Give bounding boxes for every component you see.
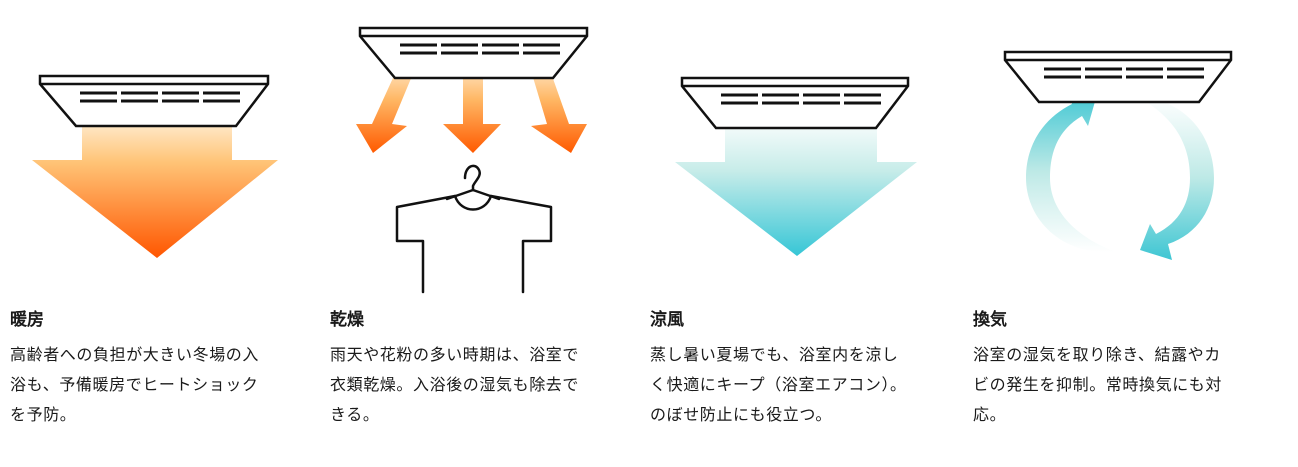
feature-title: 乾燥 [330,310,364,330]
feature-description: 高齢者への負担が大きい冬場の入 浴も、予備暖房でヒートショック を予防。 [10,345,260,424]
feature-title: 換気 [973,310,1007,330]
air-conditioner-unit-icon [38,74,270,128]
feature-description: 雨天や花粉の多い時期は、浴室で 衣類乾燥。入浴後の湿気も除去で きる。 [330,345,580,424]
feature-cooling: 涼風 蒸し暑い夏場でも、浴室内を涼し く快適にキープ（浴室エアコン）。 のぼせ防… [645,0,945,467]
ventilation-cycle-icon [1003,50,1233,260]
air-conditioner-unit-icon [680,76,910,130]
heating-airflow-icon [32,74,278,258]
air-conditioner-unit-icon [358,26,589,80]
air-conditioner-unit-icon [1003,50,1233,104]
feature-title: 涼風 [650,310,684,330]
shirt-on-hanger-icon [395,164,553,294]
warm-air-arrows-icon [356,56,587,153]
cool-airflow-icon [675,76,917,256]
feature-title: 暖房 [10,310,44,330]
clothes-drying-icon [356,26,589,294]
feature-heating: 暖房 高齢者への負担が大きい冬場の入 浴も、予備暖房でヒートショック を予防。 [0,0,300,467]
circular-arrows-icon [1026,90,1214,260]
feature-ventilation: 換気 浴室の湿気を取り除き、結露やカ ビの発生を抑制。常時換気にも対 応。 [968,0,1268,467]
feature-description: 蒸し暑い夏場でも、浴室内を涼し く快適にキープ（浴室エアコン）。 のぼせ防止にも… [650,345,907,424]
feature-drying: 乾燥 雨天や花粉の多い時期は、浴室で 衣類乾燥。入浴後の湿気も除去で きる。 [325,0,625,467]
feature-description: 浴室の湿気を取り除き、結露やカ ビの発生を抑制。常時換気にも対 応。 [973,345,1223,424]
